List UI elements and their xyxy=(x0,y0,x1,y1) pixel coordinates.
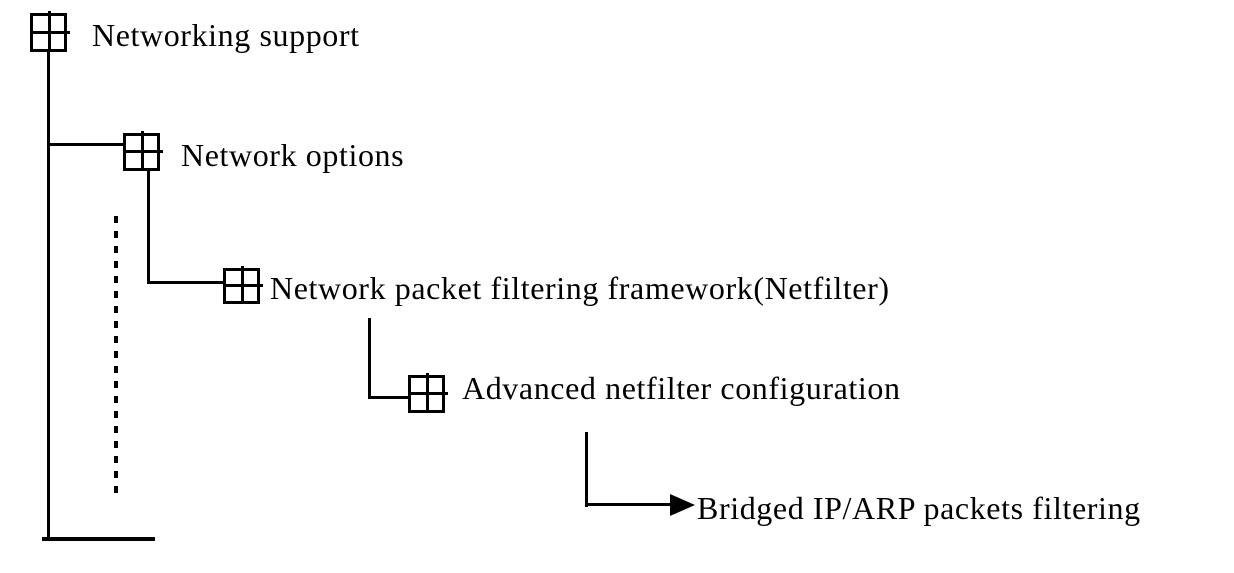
plus-vertical-stroke xyxy=(425,373,429,410)
connector-horizontal-to-advanced-netfilter xyxy=(368,396,411,399)
node-label-bridged-ip-arp-packets-filtering: Bridged IP/ARP packets filtering xyxy=(697,490,1141,526)
connector-horizontal-bottom-stub xyxy=(42,537,155,541)
plus-horizontal-stroke xyxy=(33,30,70,34)
connector-horizontal-to-netfilter xyxy=(147,281,226,284)
connector-horizontal-to-bridged-filtering xyxy=(585,503,670,506)
expand-plus-box-icon xyxy=(408,373,448,413)
plus-vertical-stroke xyxy=(140,131,144,168)
node-label-advanced-netfilter-configuration: Advanced netfilter configuration xyxy=(462,370,901,406)
arrow-right-icon xyxy=(670,494,695,516)
node-label-netfilter-framework: Network packet filtering framework(Netfi… xyxy=(270,270,890,306)
dashed-continuation-line xyxy=(114,216,118,501)
connector-vertical-network-options xyxy=(147,169,150,284)
connector-vertical-networking-support xyxy=(47,50,50,540)
plus-vertical-stroke xyxy=(240,266,244,301)
plus-horizontal-stroke xyxy=(226,284,263,287)
plus-vertical-stroke xyxy=(47,11,51,49)
node-label-network-options: Network options xyxy=(181,137,405,173)
connector-horizontal-to-network-options xyxy=(47,143,126,146)
expand-plus-box-icon xyxy=(223,266,263,304)
node-label-networking-support: Networking support xyxy=(92,17,360,53)
connector-vertical-advanced-netfilter xyxy=(585,432,588,507)
expand-plus-box-icon xyxy=(123,131,163,171)
plus-horizontal-stroke xyxy=(411,392,448,395)
expand-plus-box-icon xyxy=(30,11,70,52)
connector-vertical-netfilter xyxy=(368,318,371,399)
plus-horizontal-stroke xyxy=(126,150,163,153)
